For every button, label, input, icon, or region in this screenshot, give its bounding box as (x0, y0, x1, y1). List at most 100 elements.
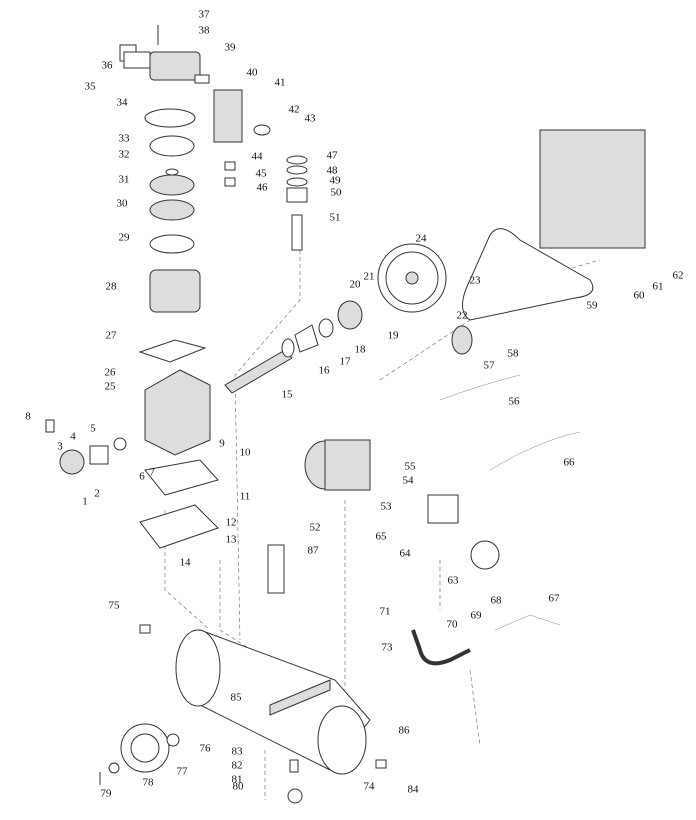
part-label-39: 39 (225, 42, 237, 54)
part-label-54: 54 (403, 475, 415, 487)
part-label-31: 31 (119, 174, 130, 186)
pressure-gauge (470, 540, 500, 570)
part-label-36: 36 (102, 60, 114, 72)
part-label-17: 17 (340, 356, 352, 368)
part-label-20: 20 (350, 279, 362, 291)
part-label-42: 42 (289, 104, 300, 116)
part-label-11: 11 (240, 491, 251, 503)
cap-part (123, 51, 151, 69)
part-label-49: 49 (330, 175, 342, 187)
part-label-32: 32 (119, 149, 130, 161)
regulator (267, 544, 285, 594)
part-label-7: 7 (149, 467, 155, 479)
part-label-70: 70 (447, 619, 459, 631)
part-label-45: 45 (256, 168, 268, 180)
part-label-34: 34 (117, 97, 129, 109)
part-label-60: 60 (634, 290, 646, 302)
head-gasket (144, 108, 196, 128)
part-label-37: 37 (199, 9, 211, 21)
tank-group (99, 624, 387, 804)
part-label-83: 83 (232, 746, 244, 758)
part-label-53: 53 (381, 501, 393, 513)
part-label-21: 21 (364, 271, 375, 283)
part-label-30: 30 (117, 198, 129, 210)
part-label-87: 87 (308, 545, 320, 557)
part-label-26: 26 (105, 367, 117, 379)
part-label-71: 71 (380, 606, 391, 618)
part-label-56: 56 (509, 396, 521, 408)
part-label-48: 48 (327, 165, 339, 177)
part-label-73: 73 (382, 642, 394, 654)
part-label-12: 12 (226, 517, 237, 529)
part-label-4: 4 (70, 431, 76, 443)
bottom-cover-gasket (144, 459, 219, 496)
part-label-41: 41 (275, 77, 286, 89)
part-label-51: 51 (330, 212, 341, 224)
part-label-62: 62 (673, 270, 684, 282)
part-label-13: 13 (226, 534, 238, 546)
cylinder-gasket (149, 234, 195, 254)
belt-guard (539, 129, 646, 249)
part-label-65: 65 (376, 531, 388, 543)
part-label-46: 46 (257, 182, 269, 194)
part-label-68: 68 (491, 595, 503, 607)
part-label-19: 19 (388, 330, 400, 342)
part-label-64: 64 (400, 548, 412, 560)
part-label-15: 15 (282, 389, 294, 401)
motor-group (304, 374, 581, 666)
part-label-61: 61 (653, 281, 664, 293)
part-label-69: 69 (471, 610, 483, 622)
part-label-6: 6 (139, 471, 145, 483)
part-label-52: 52 (310, 522, 321, 534)
part-label-1: 1 (82, 496, 88, 508)
valve-plate (149, 135, 195, 157)
part-label-22: 22 (457, 310, 468, 322)
part-label-44: 44 (252, 151, 264, 163)
part-label-67: 67 (549, 593, 561, 605)
intercooler (213, 89, 243, 143)
part-label-40: 40 (247, 67, 259, 79)
delivery-pipe (411, 629, 471, 666)
part-label-86: 86 (399, 725, 411, 737)
part-label-63: 63 (448, 575, 460, 587)
part-label-79: 79 (101, 788, 113, 800)
part-label-25: 25 (105, 381, 117, 393)
motor-pulley (451, 325, 473, 355)
part-label-58: 58 (508, 348, 520, 360)
part-label-78: 78 (143, 777, 155, 789)
part-label-9: 9 (219, 438, 225, 450)
part-label-28: 28 (106, 281, 118, 293)
part-label-16: 16 (319, 365, 331, 377)
part-label-38: 38 (199, 25, 211, 37)
part-label-23: 23 (470, 275, 482, 287)
intake-and-valve (45, 419, 285, 594)
part-label-10: 10 (240, 447, 252, 459)
connecting-rod (291, 214, 303, 251)
part-label-66: 66 (564, 457, 576, 469)
part-label-29: 29 (119, 232, 131, 244)
part-label-24: 24 (416, 233, 428, 245)
cylinder-head (149, 51, 201, 81)
cable-56 (439, 374, 521, 401)
cylinder (149, 269, 201, 313)
piston (286, 187, 308, 203)
part-label-27: 27 (106, 330, 118, 342)
crankshaft (224, 349, 293, 394)
part-label-76: 76 (200, 743, 212, 755)
part-label-8: 8 (25, 411, 31, 423)
part-label-81: 81 (232, 774, 243, 786)
part-label-55: 55 (405, 461, 417, 473)
part-label-47: 47 (327, 150, 339, 162)
part-label-14: 14 (180, 557, 192, 569)
pressure-switch (427, 494, 459, 524)
valve-plate-3 (149, 199, 195, 221)
part-label-2: 2 (94, 488, 100, 500)
part-label-59: 59 (587, 300, 599, 312)
part-label-75: 75 (109, 600, 121, 612)
part-label-57: 57 (484, 360, 496, 372)
part-label-43: 43 (305, 113, 317, 125)
bottom-cover (139, 504, 219, 549)
part-label-85: 85 (231, 692, 243, 704)
part-label-80: 80 (233, 781, 245, 793)
